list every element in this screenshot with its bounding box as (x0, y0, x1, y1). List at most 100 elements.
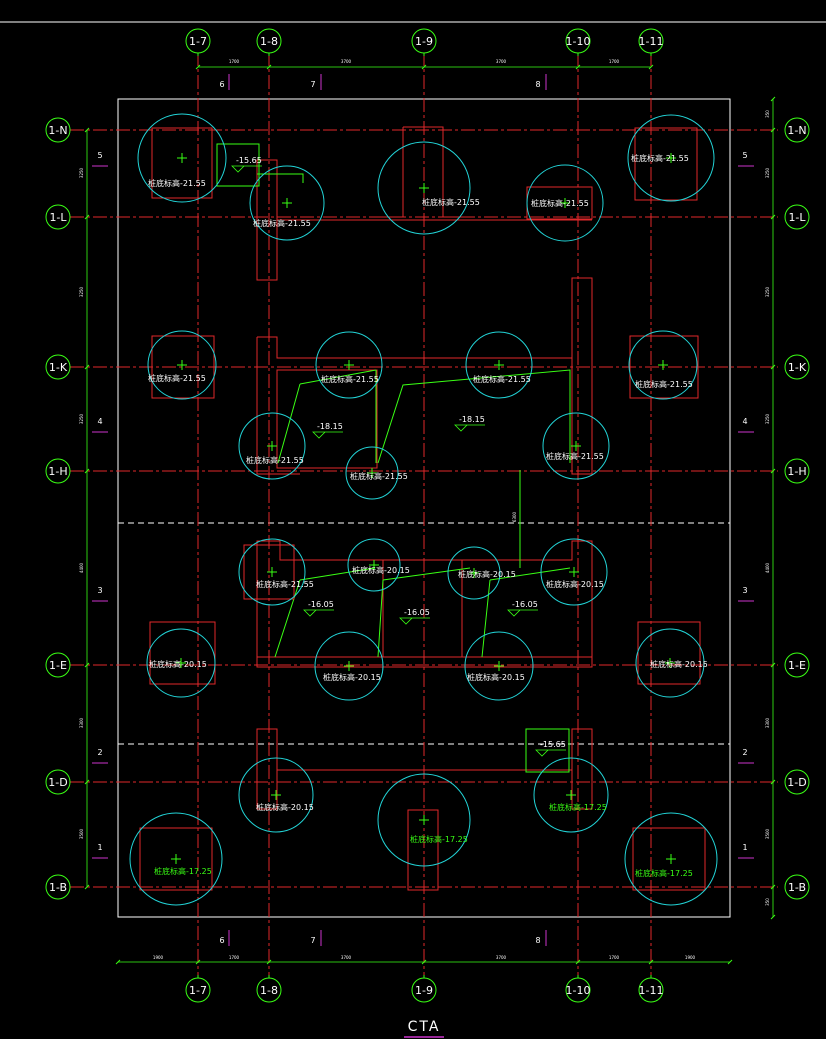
dimension-bottom: 1700 (609, 955, 620, 960)
grid-bubble-hK-right (784, 354, 810, 380)
pile-cap (139, 827, 213, 891)
dimension-left: 3300 (79, 717, 84, 728)
dimension-inner: 6300 (512, 511, 517, 522)
pile-bottom-elevation-label: 桩底标高-20.15 (352, 565, 410, 575)
grid-bubble-hD-right (784, 769, 810, 795)
pit-level-symbol (312, 431, 343, 439)
grid-bubble-hN-left (45, 117, 71, 143)
pile-circle (314, 631, 384, 701)
grid-bubble-label: 1-D (48, 776, 67, 789)
pile-cap (151, 335, 215, 399)
grid-bubble-hH-right (784, 458, 810, 484)
pit-level-markers: -15.65-18.15-18.15-16.05-16.05-16.05-15.… (231, 156, 566, 757)
grid-bubble-label: 1-H (48, 465, 67, 478)
grid-bubble-label: 1-H (787, 465, 806, 478)
dimension-right: 3250 (765, 286, 770, 297)
pit-level-symbol (507, 609, 538, 617)
dim-tick (770, 127, 776, 133)
pile-circle (533, 757, 609, 833)
grid-bubble-label: 1-8 (260, 984, 278, 997)
dim-tick (84, 662, 90, 668)
pile-bottom-elevation-label: 桩底标高-21.55 (631, 153, 689, 163)
dim-tick (84, 364, 90, 370)
zone-label-left: 3 (97, 586, 102, 595)
dim-tick (770, 214, 776, 220)
dim-tick (421, 64, 427, 70)
zone-label-right: 2 (742, 748, 747, 757)
pile-cap (629, 335, 699, 399)
pit-level-label: -18.15 (317, 422, 343, 431)
zone-label-bottom: 8 (535, 936, 540, 945)
zone-label-left: 2 (97, 748, 102, 757)
dim-tick (770, 468, 776, 474)
grid-bubble-label: 1-L (49, 211, 67, 224)
dim-tick (575, 64, 581, 70)
pile-bottom-elevation-label: 桩底标高-21.55 (148, 178, 206, 188)
zone-label-left: 1 (97, 843, 102, 852)
zone-label-right: 3 (742, 586, 747, 595)
dim-tick (770, 662, 776, 668)
dim-tick (84, 214, 90, 220)
pile-circle (238, 538, 306, 606)
dim-tick (770, 779, 776, 785)
dim-tick (770, 364, 776, 370)
dimension-left: 3500 (79, 828, 84, 839)
dimension-bottom: 3700 (496, 955, 507, 960)
dim-tick (770, 884, 776, 890)
pile-circle (377, 773, 471, 867)
grid-bubble-label: 1-K (788, 361, 807, 374)
pit-level-symbol (303, 609, 334, 617)
zone-label-left: 4 (97, 417, 102, 426)
dim-tick (648, 959, 654, 965)
grid-bubble-hE-right (784, 652, 810, 678)
pile-circle (347, 538, 401, 592)
pile-bottom-elevation-label: 桩底标高-21.55 (253, 218, 311, 228)
dim-tick (770, 96, 776, 102)
dim-tick (84, 884, 90, 890)
grid-bubble-hD-left (45, 769, 71, 795)
dimension-right: 350 (765, 110, 770, 118)
pile-circle (540, 538, 608, 606)
pit-level-label: -15.65 (236, 156, 262, 165)
pile-bottom-elevation-label: 桩底标高-21.55 (531, 198, 589, 208)
pile-circle (542, 412, 610, 480)
zone-label-bottom: 7 (310, 936, 315, 945)
pile-circle (526, 164, 604, 242)
pile-bottom-elevation-label: 桩底标高-21.55 (546, 451, 604, 461)
dimension-right: 3500 (765, 828, 770, 839)
pile-cap (632, 827, 706, 891)
grid-bubble-label: 1-7 (189, 35, 207, 48)
pit-level-label: -16.05 (512, 600, 538, 609)
dimension-left: 3250 (79, 286, 84, 297)
pile-bottom-elevation-label: 桩底标高-20.15 (546, 579, 604, 589)
dim-tick (84, 468, 90, 474)
grid-bubble-hB-left (45, 874, 71, 900)
grid-bubble-hE-left (45, 652, 71, 678)
dimension-left: 3250 (79, 413, 84, 424)
pile-bottom-elevation-label: 桩底标高-17.25 (549, 802, 607, 812)
zone-label-top: 7 (310, 80, 315, 89)
pile-circle (627, 114, 715, 202)
pit-level-label: -18.15 (459, 415, 485, 424)
pile-bottom-elevation-label: 桩底标高-17.25 (635, 868, 693, 878)
grid-bubble-hL-left (45, 204, 71, 230)
pile-circle (635, 628, 705, 698)
pile-circle (464, 631, 534, 701)
dim-tick (266, 959, 272, 965)
grid-bubble-hL-right (784, 204, 810, 230)
pile-bottom-elevation-label: 桩底标高-21.55 (148, 373, 206, 383)
dimension-bottom: 1700 (229, 955, 240, 960)
dim-tick (195, 959, 201, 965)
grid-bubble-label: 1-9 (415, 984, 433, 997)
pile-circle (238, 412, 306, 480)
zone-label-right: 5 (742, 151, 747, 160)
structural-walls (256, 126, 593, 891)
dimension-right: 3250 (765, 167, 770, 178)
dimension-bottom: 1900 (685, 955, 696, 960)
pile-circle (137, 113, 227, 203)
dim-tick (115, 959, 121, 965)
